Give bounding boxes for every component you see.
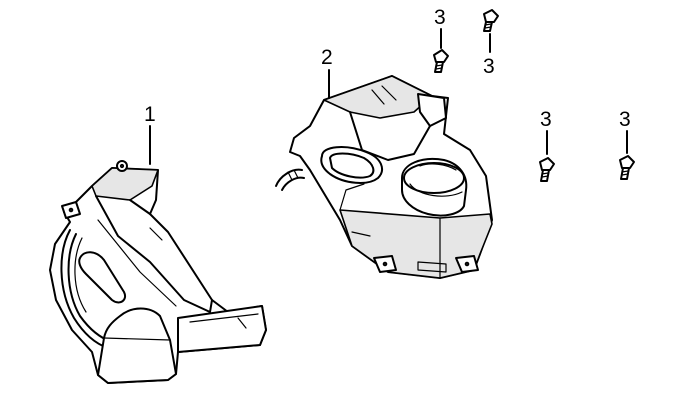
callout-3a: 3	[434, 6, 446, 29]
part-1-lower-cover	[49, 160, 267, 384]
callout-3b: 3	[483, 55, 495, 78]
callout-3c: 3	[540, 108, 552, 131]
part-3-bolt-c	[539, 157, 555, 182]
part-2-upper-cover	[275, 75, 493, 279]
part-3-bolt-a	[433, 49, 449, 73]
part-3-bolt-b	[483, 9, 499, 32]
callout-1: 1	[144, 103, 156, 126]
callout-3d: 3	[619, 108, 631, 131]
callout-2: 2	[321, 46, 333, 69]
part-3-bolt-d	[619, 155, 635, 180]
